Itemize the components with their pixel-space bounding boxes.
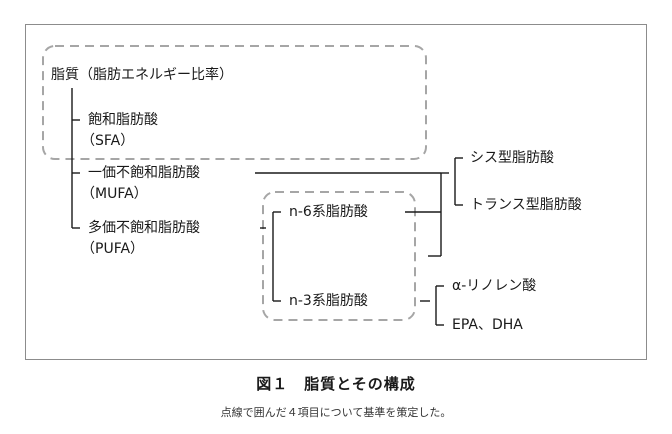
node-ala: α-リノレン酸 [452, 278, 537, 294]
figure-title: 図１ 脂質とその構成 [256, 375, 416, 393]
figure-note: 点線で囲んだ４項目について基準を策定した。 [220, 406, 452, 419]
node-n3: n-3系脂肪酸 [289, 293, 368, 309]
node-trans: トランス型脂肪酸 [470, 197, 582, 213]
node-sfa-abbr: （SFA） [81, 133, 135, 149]
node-mufa-abbr: （MUFA） [81, 186, 148, 202]
node-root: 脂質（脂肪エネルギー比率） [51, 67, 233, 83]
node-pufa: 多価不飽和脂肪酸 [88, 220, 200, 236]
figure-frame [25, 24, 647, 360]
node-n6: n-6系脂肪酸 [289, 204, 368, 220]
dashed-box-root-sfa [42, 45, 427, 160]
node-cis: シス型脂肪酸 [470, 150, 554, 166]
node-epa-dha: EPA、DHA [452, 317, 523, 333]
node-mufa: 一価不飽和脂肪酸 [88, 165, 200, 181]
dashed-box-n6-n3 [262, 191, 416, 321]
node-sfa: 飽和脂肪酸 [88, 112, 158, 128]
node-pufa-abbr: （PUFA） [81, 241, 145, 257]
